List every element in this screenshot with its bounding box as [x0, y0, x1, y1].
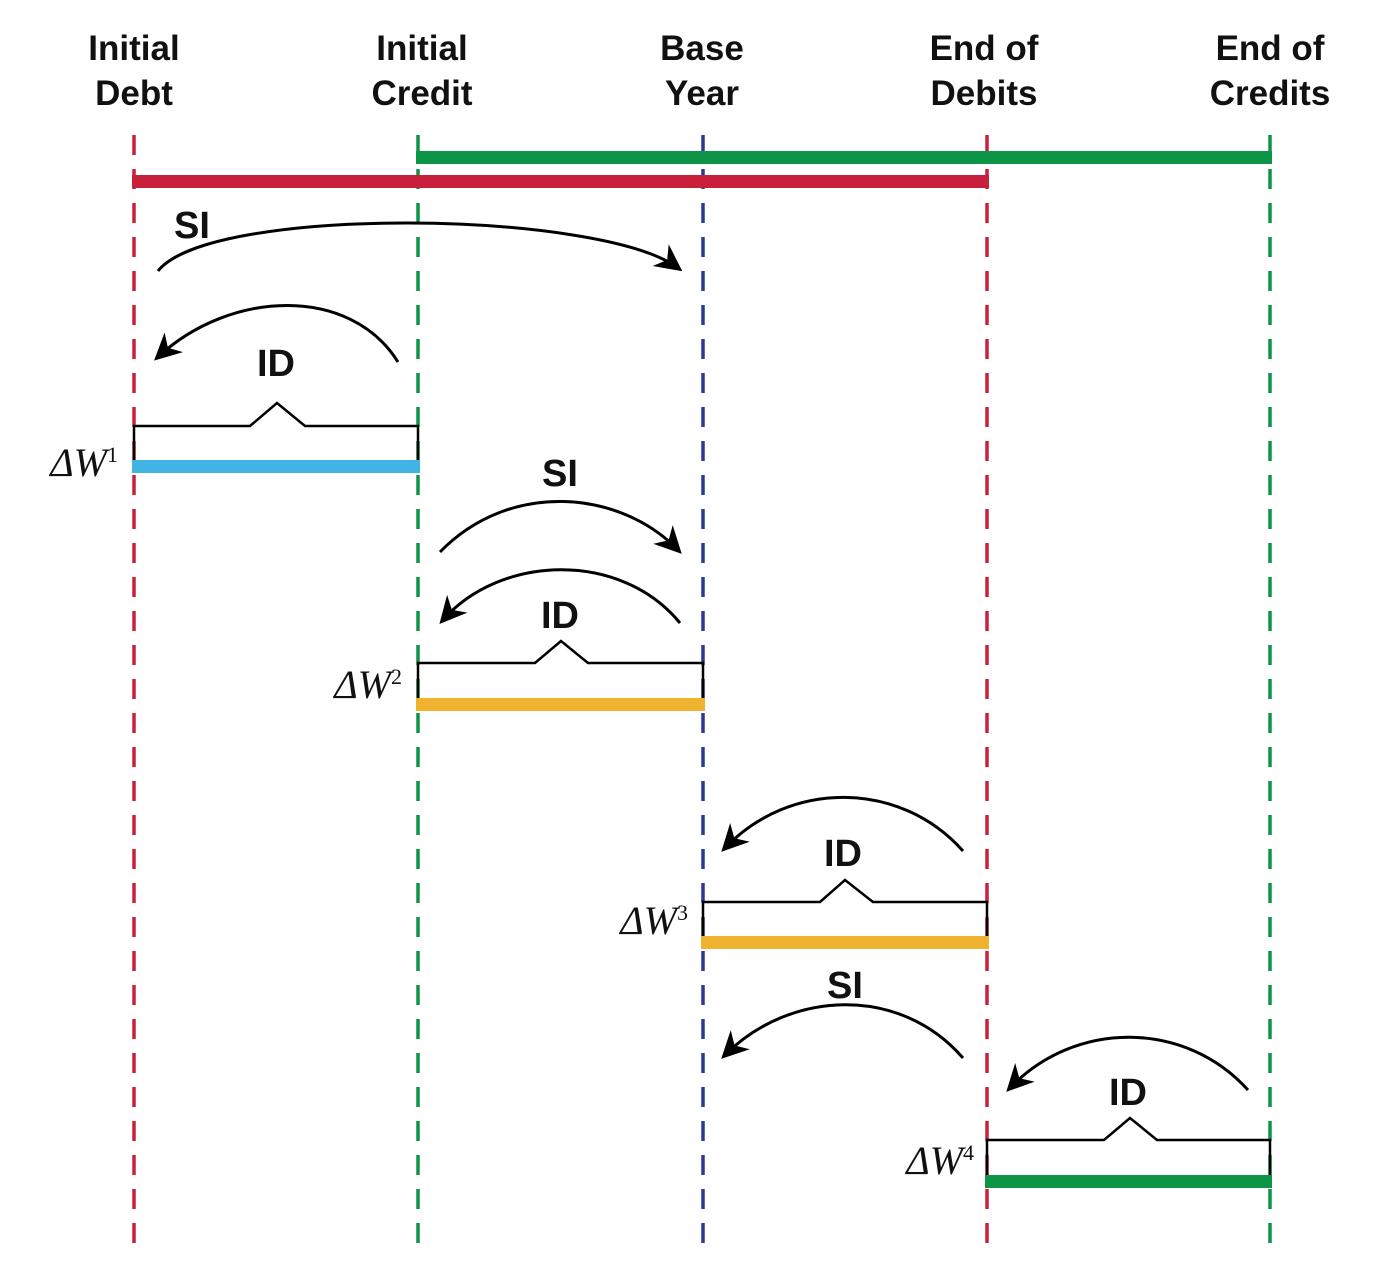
segment-bar-4	[985, 1175, 1272, 1188]
header-base-year-2: Year	[665, 74, 739, 113]
id-arrow-3	[721, 795, 965, 852]
brace-1	[132, 401, 420, 460]
delta-w-label-4: ΔW4	[904, 1138, 974, 1183]
si-label-2: SI	[542, 453, 578, 495]
header-end-debits-2: Debits	[931, 74, 1038, 113]
header-initial-debt-2: Debt	[95, 74, 173, 113]
id-label-3: ID	[824, 833, 862, 875]
header-end-debits-1: End of	[930, 29, 1039, 68]
si-arrow-1	[156, 221, 683, 272]
id-label-2: ID	[541, 595, 579, 637]
segment-bar-3	[701, 936, 989, 949]
delta-w-label-2: ΔW2	[332, 662, 402, 707]
brace-4	[985, 1116, 1272, 1175]
brace-3	[701, 878, 989, 936]
credit-period-bar	[416, 151, 1272, 164]
header-initial-credit-1: Initial	[376, 29, 467, 68]
header-end-credits-1: End of	[1216, 29, 1325, 68]
id-arrow-1	[154, 304, 400, 363]
header-base-year-1: Base	[660, 29, 744, 68]
id-label-1: ID	[257, 343, 295, 385]
delta-w-label-1: ΔW1	[48, 440, 118, 485]
id-arrow-4	[1006, 1035, 1250, 1092]
segment-bar-1	[132, 460, 420, 473]
si-arrow-2	[438, 500, 682, 554]
header-end-credits-2: Credits	[1210, 74, 1331, 113]
id-arrow-2	[439, 568, 682, 625]
debit-period-bar	[132, 175, 989, 188]
id-label-4: ID	[1109, 1072, 1147, 1114]
header-initial-debt-1: Initial	[88, 29, 179, 68]
brace-2	[416, 639, 705, 698]
si-label-3: SI	[827, 965, 863, 1007]
si-arrow-3	[721, 1003, 965, 1059]
si-label-1: SI	[174, 205, 210, 247]
segment-bar-2	[416, 698, 705, 711]
header-initial-credit-2: Credit	[371, 74, 472, 113]
milestone-headers: Initial Debt Initial Credit Base Year En…	[88, 29, 1330, 113]
delta-w-label-3: ΔW3	[618, 898, 688, 943]
